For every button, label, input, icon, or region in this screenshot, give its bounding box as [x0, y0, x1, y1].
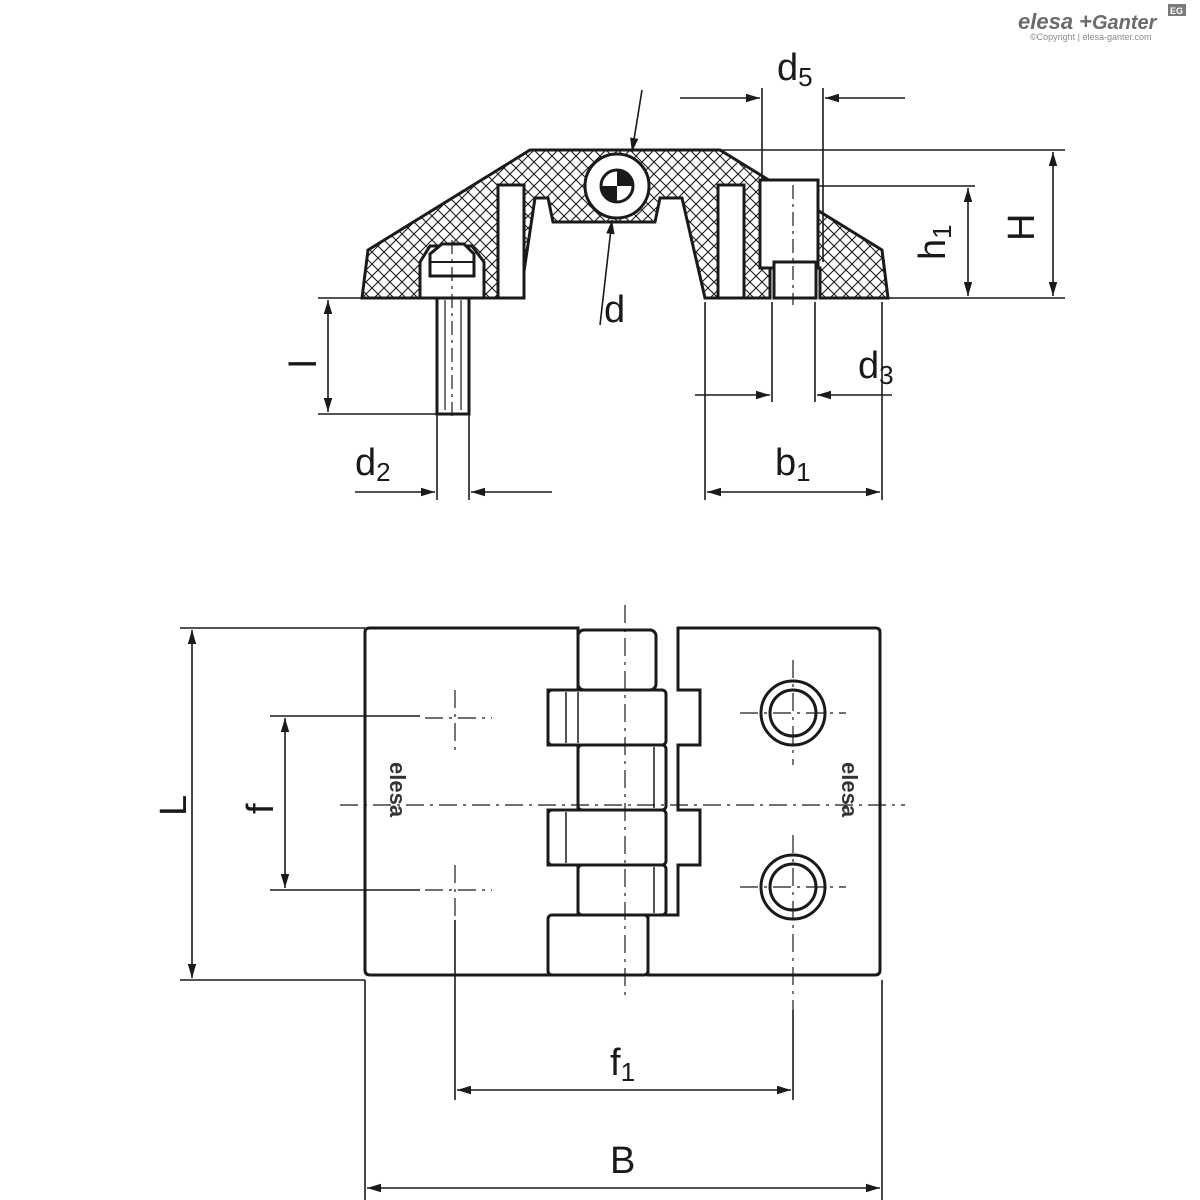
label-d: d	[604, 289, 625, 331]
side-center-lines	[451, 185, 794, 420]
knuckle-detail-lines	[565, 692, 655, 913]
logo-text-ganter: Ganter	[1092, 12, 1158, 34]
label-H: H	[1001, 214, 1043, 241]
logo-badge-box	[1168, 4, 1186, 16]
label-f1: f1	[610, 1042, 635, 1087]
pocket-right	[716, 183, 746, 300]
embossed-logo-left: elesa	[385, 762, 410, 818]
side-section-view	[360, 148, 890, 416]
logo-text-elesa: elesa	[1018, 9, 1073, 34]
pocket-right-inner	[758, 178, 820, 270]
plan-dimension-labels: L f f1 B	[153, 795, 635, 1182]
side-dimension-labels: d5 H h1 d d3 l d2 b1	[283, 47, 1043, 487]
logo-plus: +	[1079, 9, 1092, 34]
label-d2: d2	[355, 442, 391, 487]
label-L: L	[153, 795, 195, 816]
brand-logo: elesa + Ganter EG ©Copyright | elesa-gan…	[1018, 4, 1186, 42]
screw-hole-top	[759, 679, 827, 747]
embossed-logo-right: elesa	[837, 762, 862, 818]
side-dimension-lines	[318, 88, 1065, 500]
hinge-pin-quadrant-b	[601, 186, 617, 202]
top-plan-view	[363, 626, 882, 977]
plan-dimension-lines	[180, 627, 883, 1200]
copyright-text: ©Copyright | elesa-ganter.com	[1030, 32, 1152, 42]
screw-hole-bottom	[759, 853, 827, 921]
hinge-pin-quadrant-a	[617, 170, 633, 186]
label-d5: d5	[777, 47, 813, 92]
pocket-left	[496, 183, 526, 300]
bolt-shank	[435, 296, 471, 416]
label-h1: h1	[912, 224, 957, 260]
label-b1: b1	[775, 442, 811, 487]
label-B: B	[610, 1140, 635, 1182]
nut-insert-right	[772, 260, 818, 300]
label-d3: d3	[858, 345, 894, 390]
label-l: l	[283, 360, 325, 368]
logo-badge: EG	[1170, 6, 1183, 16]
label-f: f	[240, 803, 282, 814]
plan-center-lines	[340, 605, 905, 1010]
